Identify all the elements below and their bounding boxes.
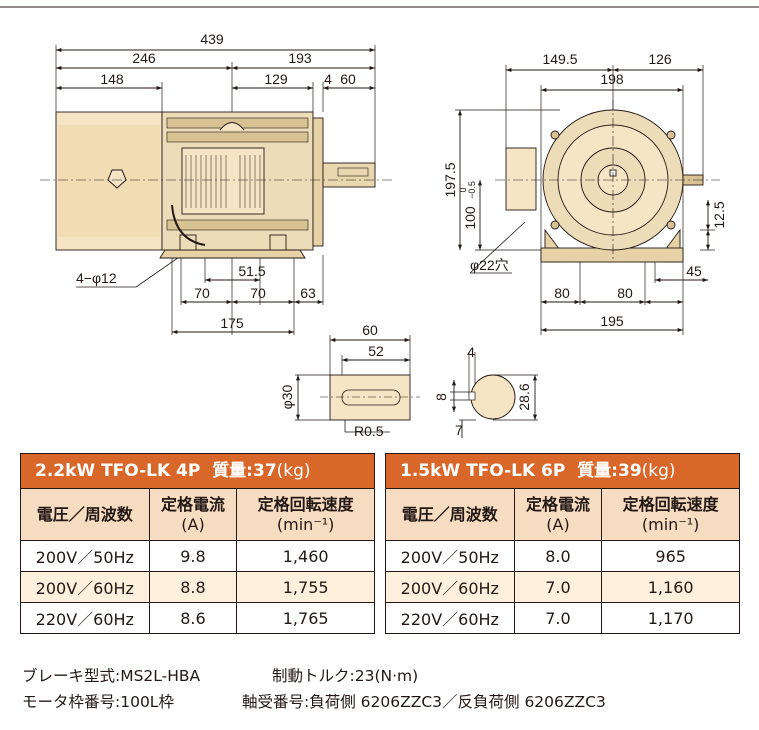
dim-197-5: 197.5 — [442, 162, 458, 197]
header-speed: 定格回転速度(min⁻¹) — [236, 488, 375, 541]
dim-149-5: 149.5 — [542, 51, 577, 67]
table-row: 200V／60Hz 8.8 1,755 — [20, 571, 375, 603]
dim-439: 439 — [200, 31, 224, 47]
dim-60: 60 — [340, 71, 356, 87]
table-row: 220V／60Hz 8.6 1,765 — [20, 602, 375, 634]
dim-129: 129 — [264, 71, 288, 87]
header-current: 定格電流(A) — [513, 488, 603, 541]
motor-dimension-drawing: 439 246 193 148 129 4 60 51.5 70 70 63 1… — [0, 6, 759, 439]
side-view: 439 246 193 148 129 4 60 51.5 70 70 63 1… — [40, 31, 392, 335]
table-row: 200V／50Hz 8.0 965 — [385, 540, 740, 572]
dim-4: 4 — [324, 71, 332, 87]
dim-70-b: 70 — [250, 285, 266, 301]
bearing-number: 軸受番号:負荷側 6206ZZC3／反負荷側 6206ZZC3 — [242, 693, 606, 711]
shaft-section — [470, 374, 516, 420]
header-voltage: 電圧／周波数 — [20, 488, 150, 541]
dim-12-5: 12.5 — [711, 201, 727, 228]
dim-100-tol-lower: −0.5 — [467, 181, 477, 199]
key-28-6: 28.6 — [516, 383, 532, 410]
dim-100: 100 — [462, 206, 478, 230]
header-current: 定格電流(A) — [148, 488, 238, 541]
table-row: 200V／50Hz 9.8 1,460 — [20, 540, 375, 572]
dim-70-a: 70 — [194, 285, 210, 301]
lifting-eye — [219, 122, 245, 131]
shaft-side — [329, 374, 411, 421]
shaft-52: 52 — [368, 343, 384, 359]
shaft-60: 60 — [362, 322, 378, 338]
cable-hole-label: φ22穴 — [470, 257, 509, 273]
dim-246: 246 — [132, 50, 156, 66]
table-row: 220V／60Hz 7.0 1,170 — [385, 602, 740, 634]
dim-80-a: 80 — [554, 285, 570, 301]
spec-table-2-2kw-title: 2.2kW TFO-LK 4P 質量:37(kg) — [20, 453, 375, 488]
key-4: 4 — [467, 344, 475, 360]
brake-type: ブレーキ型式:MS2L-HBA — [22, 667, 201, 685]
dim-126: 126 — [648, 51, 672, 67]
spec-table-1-5kw-title: 1.5kW TFO-LK 6P 質量:39(kg) — [385, 453, 740, 488]
spec-table-2-2kw: 2.2kW TFO-LK 4P 質量:37(kg) 電圧／周波数 定格電流(A)… — [20, 453, 375, 634]
dim-63: 63 — [300, 285, 316, 301]
frame-number: モータ枠番号:100L枠 — [22, 693, 174, 711]
braking-torque: 制動トルク:23(N·m) — [272, 667, 419, 685]
key-slot — [468, 391, 476, 401]
dim-45: 45 — [686, 263, 702, 279]
header-speed: 定格回転速度(min⁻¹) — [601, 488, 740, 541]
spec-table-1-5kw: 1.5kW TFO-LK 6P 質量:39(kg) 電圧／周波数 定格電流(A)… — [385, 453, 740, 634]
key-7: 7 — [455, 422, 463, 438]
terminal-box — [181, 147, 265, 215]
header-voltage: 電圧／周波数 — [385, 488, 515, 541]
keyway — [341, 389, 401, 406]
shaft-phi30: φ30 — [279, 384, 295, 409]
dim-148: 148 — [100, 71, 124, 87]
output-shaft — [322, 162, 376, 188]
front-view: 149.5 126 198 197.5 100 0 −0.5 φ22穴 12.5… — [442, 51, 727, 335]
dim-80-b: 80 — [617, 285, 633, 301]
mount-holes-label: 4−φ12 — [76, 270, 117, 286]
dim-100-tol-upper: 0 — [458, 187, 468, 192]
brake-release-icon — [107, 169, 127, 189]
table-row: 200V／60Hz 7.0 1,160 — [385, 571, 740, 603]
dim-51-5: 51.5 — [238, 263, 265, 279]
dim-193: 193 — [288, 50, 312, 66]
dim-198: 198 — [600, 71, 624, 87]
key-8: 8 — [433, 393, 449, 401]
front-terminal-box — [505, 147, 537, 211]
dim-175: 175 — [220, 315, 244, 331]
shaft-r05: R0.5 — [354, 423, 384, 439]
notes-line-1: ブレーキ型式:MS2L-HBA 制動トルク:23(N·m) — [22, 666, 418, 686]
mounting-foot — [159, 249, 306, 259]
shaft-detail: 60 52 φ30 R0.5 4 8 7 28.6 — [279, 322, 538, 439]
dim-195: 195 — [600, 313, 624, 329]
notes-line-2: モータ枠番号:100L枠 軸受番号:負荷側 6206ZZC3／反負荷側 6206Z… — [22, 692, 606, 712]
